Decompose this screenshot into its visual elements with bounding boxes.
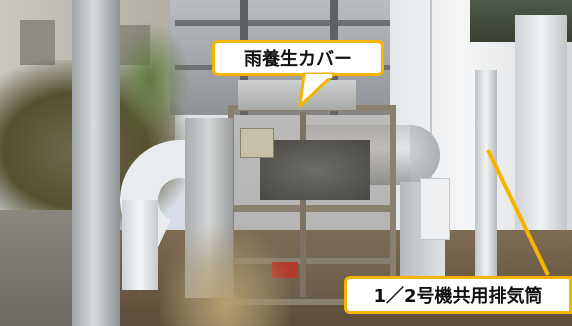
inner-machinery	[260, 140, 370, 200]
rain-cover-callout-pointer	[298, 72, 336, 108]
junction-box	[240, 128, 274, 158]
structure-beam	[175, 20, 395, 26]
exhaust-leader-line	[486, 149, 550, 276]
rain-cover-label: 雨養生カバー	[244, 49, 352, 70]
vegetation	[110, 20, 190, 140]
foreground-pole	[72, 0, 120, 326]
building-window	[20, 20, 55, 65]
duct-vertical	[122, 200, 158, 290]
exhaust-callout: 1／2号機共用排気筒	[344, 276, 572, 314]
frame-rail	[234, 205, 390, 212]
paved-area	[0, 210, 80, 326]
frame-rail	[234, 258, 390, 264]
rain-cover-top	[238, 80, 356, 110]
rain-cover-callout: 雨養生カバー	[212, 40, 384, 76]
frame-post	[300, 112, 306, 297]
shared-exhaust-pipe	[475, 70, 497, 300]
exhaust-label: 1／2号機共用排気筒	[373, 286, 543, 307]
dry-grass	[160, 225, 290, 326]
white-panel	[420, 178, 450, 240]
